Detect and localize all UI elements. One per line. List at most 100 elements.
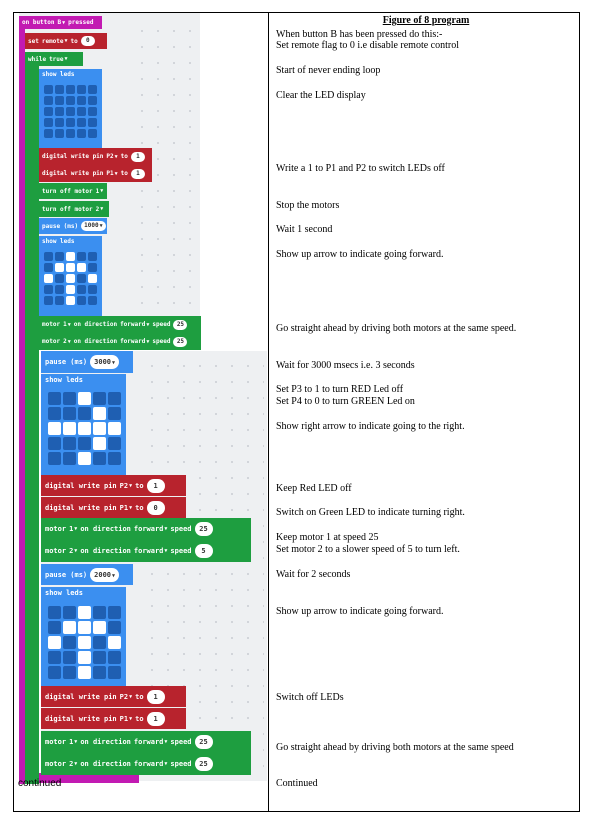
digital-write-p1-block[interactable]: digital write pin P1▼ to 1 [39,165,152,182]
led-cell-off[interactable] [63,651,76,664]
led-cell-on[interactable] [66,296,75,305]
led-cell-off[interactable] [63,392,76,405]
led-cell-off[interactable] [63,606,76,619]
speed-input[interactable]: 25 [173,336,188,347]
led-cell-off[interactable] [48,437,61,450]
pause-2000-block[interactable]: pause (ms) 2000▼ [41,564,133,585]
motor-1-forward-block[interactable]: motor 1▼ on direction forward▼ speed 25 [41,731,251,753]
direction-dropdown[interactable]: forward [133,525,164,533]
led-cell-on[interactable] [66,263,75,272]
led-grid-up-arrow[interactable] [48,606,121,679]
led-cell-off[interactable] [63,666,76,679]
motor-dropdown[interactable]: 2 [95,205,100,213]
led-cell-off[interactable] [44,129,53,138]
led-cell-off[interactable] [55,274,64,283]
led-cell-off[interactable] [108,437,121,450]
led-cell-off[interactable] [77,107,86,116]
led-cell-off[interactable] [93,666,106,679]
while-loop-block[interactable]: while true▼ [25,52,83,66]
led-cell-off[interactable] [48,606,61,619]
value-input[interactable]: 1 [146,689,165,704]
led-cell-off[interactable] [55,118,64,127]
led-cell-off[interactable] [108,407,121,420]
pin-dropdown[interactable]: P2 [119,692,129,701]
motor-dropdown[interactable]: 2 [69,760,74,768]
led-cell-on[interactable] [108,422,121,435]
digital-write-p1-block[interactable]: digital write pin P1▼ to 0 [41,497,186,518]
led-cell-off[interactable] [44,96,53,105]
led-cell-off[interactable] [48,666,61,679]
led-cell-on[interactable] [78,422,91,435]
led-cell-off[interactable] [93,606,106,619]
led-cell-off[interactable] [77,296,86,305]
led-cell-off[interactable] [44,85,53,94]
value-input[interactable]: 1 [130,168,145,179]
speed-input[interactable]: 25 [194,522,213,536]
led-cell-off[interactable] [66,129,75,138]
turn-off-motor-2-block[interactable]: turn off motor 2▼ [39,201,109,217]
motor-dropdown[interactable]: 1 [69,525,74,533]
led-cell-off[interactable] [55,85,64,94]
led-cell-off[interactable] [55,107,64,116]
motor-1-forward-block[interactable]: motor 1▼ on direction forward▼ speed 25 [41,518,251,540]
led-cell-off[interactable] [88,296,97,305]
led-cell-off[interactable] [63,452,76,465]
speed-input[interactable]: 5 [194,544,213,558]
pin-dropdown[interactable]: P1 [119,503,129,512]
led-cell-off[interactable] [55,129,64,138]
led-cell-off[interactable] [93,452,106,465]
digital-write-p2-block[interactable]: digital write pin P2▼ to 1 [41,686,186,707]
led-cell-on[interactable] [93,407,106,420]
motor-2-forward-block[interactable]: motor 2▼ on direction forward▼ speed 25 [41,753,251,775]
led-cell-off[interactable] [44,252,53,261]
led-grid-up-arrow[interactable] [44,252,97,305]
turn-off-motor-1-block[interactable]: turn off motor 1▼ [39,183,107,199]
motor-2-forward-block[interactable]: motor 2▼ on direction forward▼ speed 25 [39,333,201,350]
led-cell-on[interactable] [78,666,91,679]
led-cell-off[interactable] [66,96,75,105]
led-cell-off[interactable] [55,252,64,261]
led-grid-clear[interactable] [44,85,97,138]
pin-dropdown[interactable]: P2 [106,153,114,160]
led-cell-off[interactable] [63,437,76,450]
motor-dropdown[interactable]: 2 [63,338,67,345]
value-input[interactable]: 1 [146,711,165,726]
led-cell-off[interactable] [88,118,97,127]
led-cell-off[interactable] [44,285,53,294]
speed-input[interactable]: 25 [173,319,188,330]
direction-dropdown[interactable]: forward [133,760,164,768]
value-input[interactable]: 1 [146,478,165,493]
led-cell-off[interactable] [108,606,121,619]
digital-write-p2-block[interactable]: digital write pin P2▼ to 1 [41,475,186,496]
led-cell-on[interactable] [63,621,76,634]
led-cell-off[interactable] [88,107,97,116]
led-cell-off[interactable] [66,85,75,94]
led-cell-on[interactable] [78,651,91,664]
digital-write-p2-block[interactable]: digital write pin P2▼ to 1 [39,148,152,165]
led-cell-on[interactable] [108,636,121,649]
led-cell-off[interactable] [55,296,64,305]
led-cell-off[interactable] [63,407,76,420]
digital-write-p1-block[interactable]: digital write pin P1▼ to 1 [41,708,186,729]
led-cell-on[interactable] [78,636,91,649]
led-cell-on[interactable] [78,621,91,634]
pin-dropdown[interactable]: P1 [119,714,129,723]
led-cell-on[interactable] [48,422,61,435]
pin-dropdown[interactable]: P2 [119,481,129,490]
led-cell-on[interactable] [78,452,91,465]
led-cell-off[interactable] [44,263,53,272]
variable-dropdown[interactable]: remote [41,37,64,45]
led-cell-off[interactable] [88,85,97,94]
button-dropdown[interactable]: B [57,19,62,26]
motor-2-forward-block[interactable]: motor 2▼ on direction forward▼ speed 5 [41,540,251,562]
led-cell-on[interactable] [55,263,64,272]
motor-1-forward-block[interactable]: motor 1▼ on direction forward▼ speed 25 [39,316,201,333]
led-cell-off[interactable] [93,651,106,664]
led-cell-off[interactable] [108,392,121,405]
led-cell-off[interactable] [78,437,91,450]
led-cell-off[interactable] [66,118,75,127]
led-cell-on[interactable] [77,263,86,272]
led-cell-off[interactable] [77,285,86,294]
value-input[interactable]: 0 [80,36,95,46]
led-cell-off[interactable] [88,252,97,261]
